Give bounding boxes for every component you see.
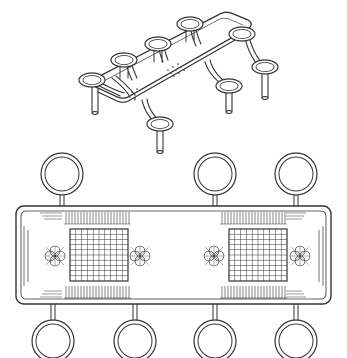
top-seats-upper	[40, 152, 318, 208]
top-game-board-right	[228, 228, 288, 282]
top-view	[15, 152, 332, 358]
top-comb-fringes	[40, 211, 306, 299]
isometric-view	[78, 11, 279, 154]
top-game-board-left	[69, 228, 129, 282]
top-seats-lower	[31, 303, 318, 358]
